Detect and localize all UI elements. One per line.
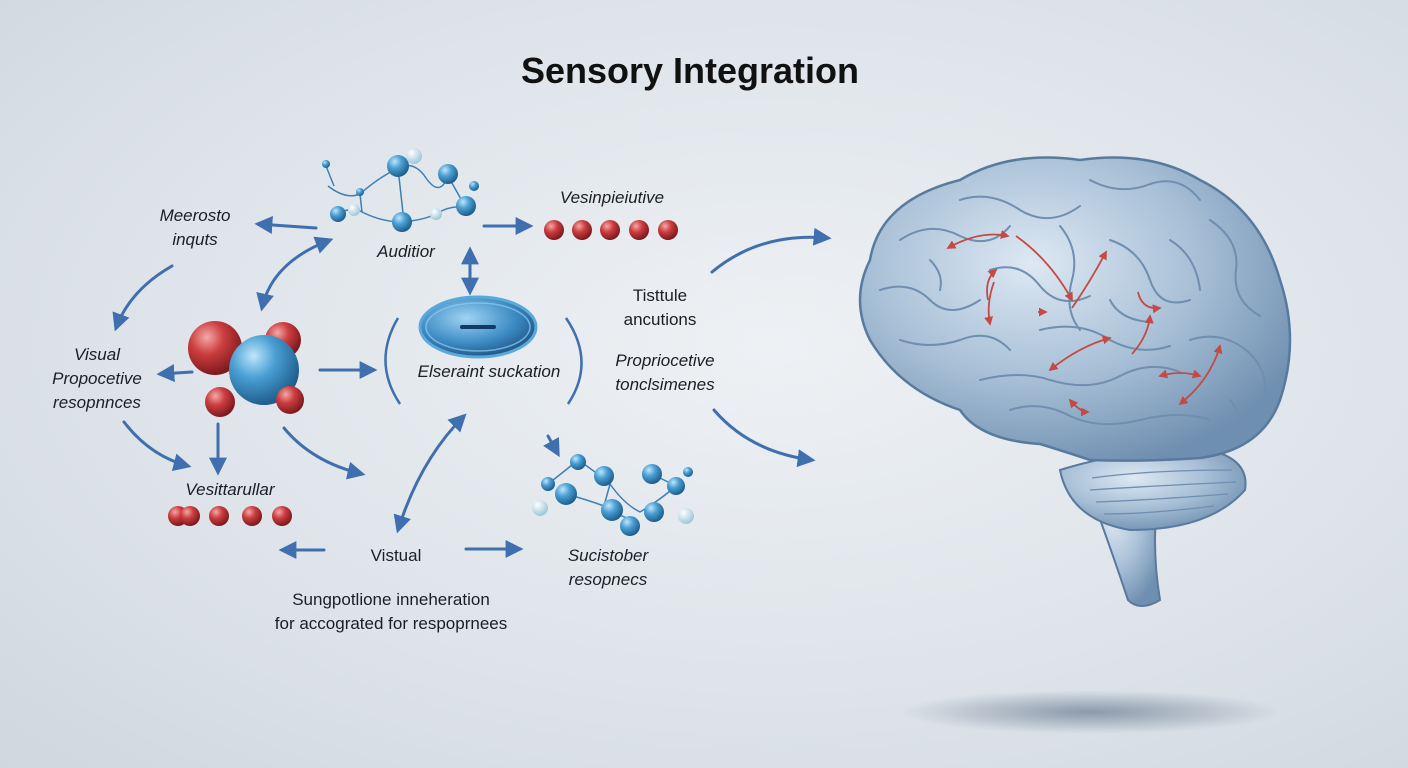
arrow-visual-to-vesittarullar	[122, 420, 192, 472]
sphere-cluster	[188, 321, 304, 417]
label-elseraint: Elseraint suckation	[417, 362, 561, 381]
arrow-meerosto-to-visual	[112, 264, 174, 332]
label-visual-line2: Propocetive	[52, 369, 142, 388]
center-brackets	[384, 317, 583, 405]
sucistober-molecule-network	[532, 454, 694, 536]
cerebrum	[858, 156, 1292, 462]
vesittarullar-dots	[168, 506, 292, 526]
arrow-to-brain-bottom	[712, 408, 816, 468]
label-bottom-line1: Sungpotlione inneheration	[292, 590, 490, 609]
label-meerosto-line2: inquts	[172, 230, 218, 249]
label-tisttule-line1: Tisttule	[632, 286, 688, 305]
diagram-title: Sensory Integration	[520, 50, 860, 91]
label-auditior: Auditior	[377, 242, 435, 261]
brain-neural-arrows	[946, 230, 1223, 417]
arrow-to-visual	[156, 364, 194, 383]
brain-gyri	[879, 179, 1267, 441]
label-proprioccetive: Propriocetive tonclsimenes	[592, 349, 738, 397]
label-proprioccetive-line2: tonclsimenes	[615, 375, 715, 394]
label-vistual: Vistual	[370, 546, 422, 565]
arrow-vistual-to-oval	[393, 413, 467, 534]
label-vesittarullar: Vesittarullar	[185, 480, 275, 499]
label-bottom-note: Sungpotlione inneheration for accograted…	[246, 588, 536, 636]
arrow-spheres-to-center	[282, 426, 366, 480]
right-bracket	[564, 317, 583, 405]
flow-arrows	[112, 216, 832, 559]
label-sucistober-line2: resopnecs	[568, 570, 648, 589]
label-visual-line3: resopnnces	[53, 393, 141, 412]
cerebellum	[1058, 448, 1247, 532]
left-bracket	[384, 317, 402, 405]
label-vesinpieiutive: Vesinpieiutive	[559, 188, 665, 207]
brain-shadow	[900, 690, 1280, 734]
arrow-auditior-to-spheres	[256, 236, 334, 312]
label-meerosto: Meerosto inquts	[140, 204, 250, 252]
label-visual-line1: Visual	[74, 345, 120, 364]
arrow-to-brain-top	[710, 227, 832, 274]
arrow-oval-to-network	[543, 434, 560, 458]
label-tisttule-line2: ancutions	[623, 310, 697, 329]
label-proprioccetive-line1: Propriocetive	[615, 351, 715, 370]
label-tisttule: Tisttule ancutions	[590, 284, 730, 332]
brain	[858, 156, 1292, 607]
label-bottom-line2: for accograted for respoprnees	[274, 614, 508, 633]
label-sucistober-line1: Sucistober	[567, 546, 649, 565]
label-meerosto-line1: Meerosto	[159, 206, 231, 225]
cerebellum-folds	[1089, 469, 1237, 515]
label-sucistober: Sucistober resopnecs	[540, 544, 676, 592]
vesinpieiutive-dots	[544, 220, 678, 240]
label-visual-propocetive: Visual Propocetive resopnnces	[22, 343, 172, 415]
center-oval	[418, 295, 538, 359]
auditory-molecule-network	[322, 148, 479, 232]
arrow-to-meerosto	[254, 216, 318, 234]
